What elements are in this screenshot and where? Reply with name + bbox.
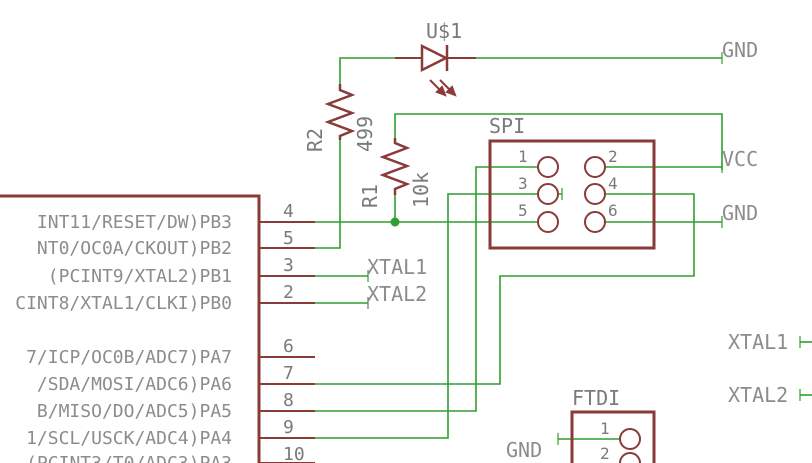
- mcu-symbol: INT11/RESET/DW)PB3 NT0/OC0A/CKOUT)PB2 (P…: [0, 194, 315, 463]
- r2-zigzag: [324, 84, 356, 140]
- wire-r2-led: [339, 57, 420, 84]
- spi-pin-number: 5: [518, 201, 528, 220]
- r1-zigzag: [379, 138, 411, 195]
- mcu-pin-number: 9: [283, 417, 294, 438]
- mcu-pin-name: NT0/OC0A/CKOUT)PB2: [37, 238, 232, 259]
- mcu-pin-name: B/MISO/DO/ADC5)PA5: [37, 401, 232, 422]
- mcu-pin-name: INT11/RESET/DW)PB3: [37, 212, 232, 233]
- spi-header: SPI 1 2 3 4 5 6: [488, 114, 656, 250]
- led-emission-arrows: [429, 79, 457, 97]
- mcu-pin-leads: [259, 221, 315, 463]
- mcu-pin-name: 1/SCL/USCK/ADC4)PA4: [26, 428, 232, 449]
- net-label-xtal1: XTAL1: [728, 330, 788, 354]
- spi-outline: [488, 139, 656, 250]
- mcu-outline: [0, 194, 261, 463]
- resistor-r1: R1 10k: [358, 138, 433, 208]
- mcu-pin-number: 7: [283, 363, 294, 384]
- net-labels: GND VCC GND XTAL1 XTAL2 XTAL1 XTAL2 GND: [367, 38, 788, 462]
- net-label-vcc: VCC: [722, 147, 758, 171]
- spi-pad: [584, 156, 606, 178]
- wire-r2-pb2: [315, 140, 341, 249]
- ftdi-outline: [570, 410, 656, 463]
- mcu-pin-number: 5: [283, 228, 294, 249]
- spi-pin-number: 3: [518, 174, 528, 193]
- ftdi-header: FTDI 1 2: [570, 386, 656, 463]
- resistor-r2: R2 499: [303, 84, 377, 152]
- net-label-xtal2: XTAL2: [367, 282, 427, 306]
- ftdi-pad: [619, 428, 641, 450]
- r2-name: R2: [303, 128, 327, 152]
- net-label-gnd: GND: [722, 201, 758, 225]
- spi-pin-number: 1: [518, 147, 528, 166]
- spi-pin-number: 6: [608, 201, 618, 220]
- mcu-pin-number: 10: [283, 444, 305, 463]
- spi-pin-number: 4: [608, 174, 618, 193]
- ftdi-pad: [619, 452, 641, 463]
- net-label-gnd: GND: [506, 438, 542, 462]
- spi-pad: [537, 156, 559, 178]
- ftdi-pin-number: 2: [600, 444, 610, 463]
- mcu-pin-number: 2: [283, 282, 294, 303]
- led-symbol: U$1: [395, 19, 476, 97]
- spi-pin-number: 2: [608, 147, 618, 166]
- led-triangle: [420, 43, 449, 73]
- wire-spi1-pa5: [315, 166, 548, 412]
- mcu-pin-number: 6: [283, 336, 294, 357]
- r1-name: R1: [358, 184, 382, 208]
- wire-r1-vcc: [394, 113, 723, 170]
- spi-pad: [537, 211, 559, 233]
- spi-pad: [537, 183, 559, 205]
- mcu-pin-number: 3: [283, 255, 294, 276]
- mcu-pin-name: (PCINT3/T0/ADC3)PA3: [26, 453, 232, 463]
- junction-dot: [390, 217, 400, 227]
- net-label-xtal1: XTAL1: [367, 255, 427, 279]
- mcu-pin-number: 8: [283, 390, 294, 411]
- spi-pad: [584, 211, 606, 233]
- wire-spi3-pa4: [315, 193, 562, 439]
- net-wires: [315, 57, 812, 440]
- spi-title: SPI: [489, 114, 525, 138]
- r1-value: 10k: [409, 172, 433, 208]
- net-label-gnd: GND: [722, 38, 758, 62]
- spi-pad: [584, 183, 606, 205]
- r2-value: 499: [353, 116, 377, 152]
- led-ref: U$1: [426, 19, 462, 43]
- ftdi-title: FTDI: [572, 386, 620, 410]
- net-label-xtal2: XTAL2: [728, 383, 788, 407]
- mcu-pin-name: (PCINT9/XTAL2)PB1: [48, 266, 232, 287]
- mcu-pin-name: 7/ICP/OC0B/ADC7)PA7: [26, 347, 232, 368]
- wire-spi4-pa6: [315, 193, 695, 385]
- mcu-pin-name: CINT8/XTAL1/CLKI)PB0: [15, 293, 232, 314]
- net-end-markers: [367, 52, 801, 445]
- ftdi-pin-number: 1: [600, 419, 610, 438]
- mcu-pin-name: /SDA/MOSI/ADC6)PA6: [37, 374, 232, 395]
- mcu-pin-number: 4: [283, 201, 294, 222]
